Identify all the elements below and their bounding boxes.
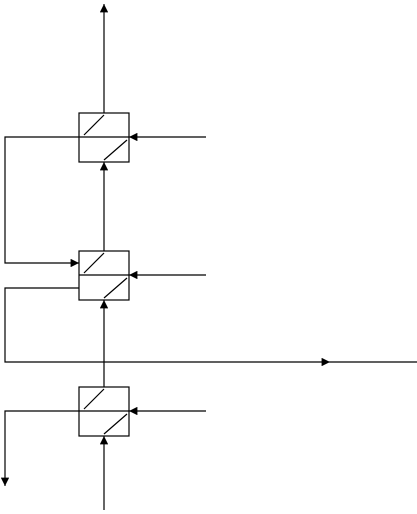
left-feedback-loop-top [4,136,79,268]
unit-bottom-lower-diagonal [103,413,128,435]
unit-bottom-upper-diagonal [83,388,105,410]
bottom-left-output-arrow [0,410,79,486]
unit-bottom [78,386,130,437]
unit-top-lower-diagonal [103,139,128,161]
unit-middle-upper-diagonal [83,252,105,274]
unit-middle [78,250,130,301]
unit-middle-lower-diagonal [103,277,128,299]
left-bypass-path [4,287,330,367]
unit-top [78,112,130,163]
unit-top-upper-diagonal [83,114,105,136]
